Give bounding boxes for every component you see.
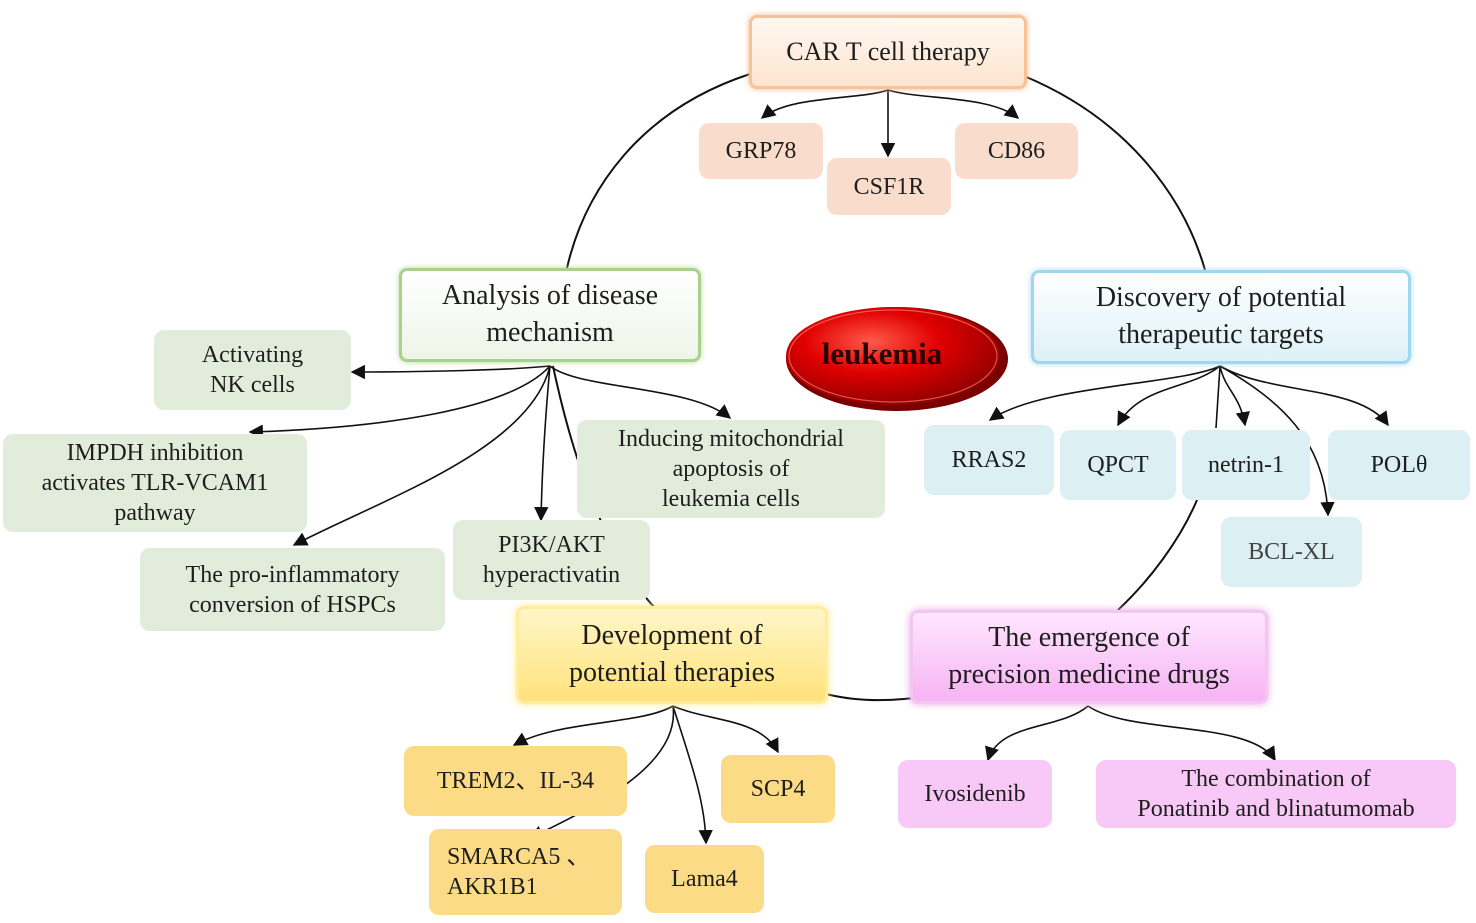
arrow-ponatinib [1087,705,1276,762]
arc-cart-analysis [566,73,751,269]
mechanism-pi3k-akt: PI3K/AKT hyperactivatin [453,520,650,600]
arrow-cd86 [887,89,1020,119]
therapy-smarca5-akr1b1: SMARCA5 、 AKR1B1 [429,829,622,915]
mechanism-impdh-inhibition: IMPDH inhibition activates TLR-VCAM1 pat… [3,434,307,532]
arrow-netrin [1219,365,1250,427]
target-rras2: RRAS2 [924,425,1054,495]
arrow-grp78 [760,89,889,119]
arrow-bclxl [1219,365,1335,517]
analysis-arrows [248,364,732,546]
target-netrin-1: netrin-1 [1182,430,1310,500]
arrow-rras2 [988,365,1221,421]
drug-ivosidenib: Ivosidenib [898,760,1052,828]
arrow-lama4 [672,705,713,845]
arrow-hspcs [292,365,551,546]
leukemia-ellipse [786,307,1008,411]
target-qpct: QPCT [1060,430,1176,500]
precision-arrows [985,705,1276,762]
arrow-trem2 [512,705,674,746]
line-netrin-trunk [1215,365,1221,429]
target-grp78: GRP78 [699,123,823,179]
arrow-smarca5 [528,705,675,839]
development-arrows [512,705,779,845]
hub-car-t-cell-therapy: CAR T cell therapy [749,15,1027,89]
hub-analysis-of-disease-mechanism: Analysis of disease mechanism [399,268,701,362]
arrow-mito [549,365,732,419]
arrow-impdh [248,365,551,439]
discovery-arrows [988,365,1389,517]
therapy-lama4: Lama4 [645,845,764,913]
therapy-trem2-il34: TREM2、IL-34 [404,746,627,816]
arrow-nk [350,364,551,380]
mechanism-mitochondrial-apoptosis: Inducing mitochondrial apoptosis of leuk… [577,420,885,518]
arrow-ivosidenib [985,705,1089,762]
arc-discovery-precision [1117,499,1198,611]
target-pol-theta: POLθ [1328,430,1470,500]
car-t-arrows [760,89,1020,158]
arrow-scp4 [672,705,779,754]
hub-precision-medicine-drugs: The emergence of precision medicine drug… [910,610,1268,704]
hub-development-of-potential-therapies: Development of potential therapies [516,606,828,704]
arrow-pi3k [534,365,551,522]
mechanism-pro-inflammatory-hspcs: The pro-inflammatory conversion of HSPCs [140,548,445,631]
drug-ponatinib-blinatumomab: The combination of Ponatinib and blinatu… [1096,760,1456,828]
center-label: leukemia [821,336,943,371]
target-cd86: CD86 [955,123,1078,179]
mechanism-activating-nk-cells: Activating NK cells [154,330,351,410]
arc-cart-discovery [1023,75,1206,271]
arrow-qpct [1117,365,1221,427]
target-csf1r: CSF1R [827,158,951,215]
hub-discovery-of-therapeutic-targets: Discovery of potential therapeutic targe… [1031,270,1411,364]
arc-precision-development [825,693,915,702]
therapy-scp4: SCP4 [721,755,835,823]
arrow-polq [1219,365,1389,427]
target-bcl-xl: BCL-XL [1221,517,1362,587]
